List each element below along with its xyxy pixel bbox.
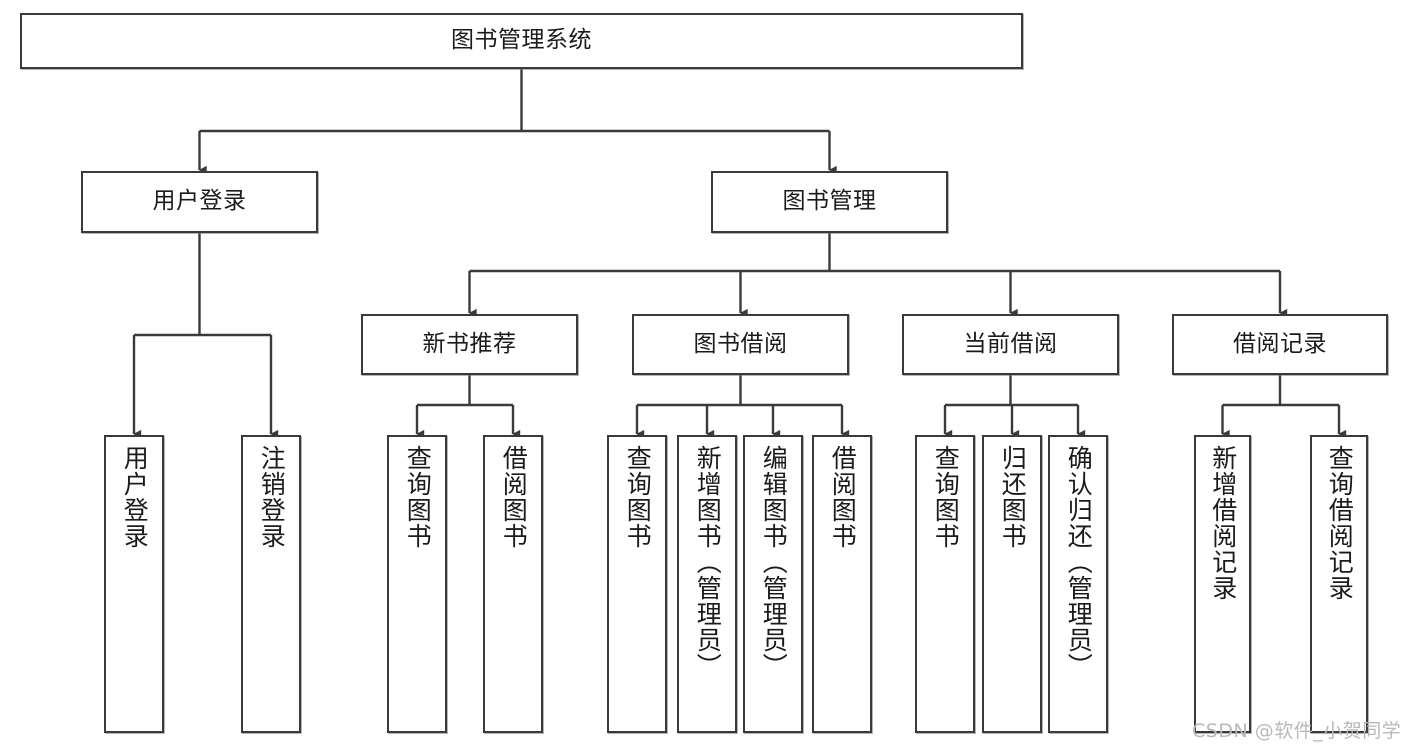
node-label: 图书管理: [782, 188, 877, 215]
node-borrowing-record[interactable]: 借阅记录: [1172, 314, 1388, 375]
node-label: 图书借阅: [693, 330, 788, 357]
leaf-confirm-return-admin[interactable]: 确认归还（管理员）: [1048, 435, 1108, 733]
node-current-borrowing[interactable]: 当前借阅: [902, 314, 1119, 375]
leaf-borrow-books-recommend[interactable]: 借阅图书: [483, 435, 543, 733]
leaf-query-borrow-record[interactable]: 查询借阅记录: [1310, 435, 1368, 733]
node-new-book-recommendation[interactable]: 新书推荐: [361, 314, 578, 375]
node-label: 借阅图书: [828, 445, 858, 549]
node-label: 新增图书（管理员）: [693, 445, 723, 679]
leaf-user-login[interactable]: 用户登录: [104, 435, 164, 733]
node-label: 借阅记录: [1233, 330, 1327, 357]
node-label: 编辑图书（管理员）: [759, 445, 789, 679]
leaf-logout[interactable]: 注销登录: [241, 435, 301, 733]
node-label: 查询图书: [931, 445, 961, 549]
node-book-borrowing[interactable]: 图书借阅: [632, 314, 849, 375]
leaf-add-book-admin[interactable]: 新增图书（管理员）: [677, 435, 737, 733]
node-root[interactable]: 图书管理系统: [20, 13, 1023, 69]
node-user-login[interactable]: 用户登录: [81, 171, 318, 233]
node-label: 确认归还（管理员）: [1064, 445, 1094, 679]
leaf-return-book[interactable]: 归还图书: [982, 435, 1042, 733]
node-label: 查询借阅记录: [1325, 445, 1355, 601]
leaf-query-books-recommend[interactable]: 查询图书: [387, 435, 447, 733]
node-label: 归还图书: [998, 445, 1028, 549]
node-label: 当前借阅: [963, 330, 1058, 357]
node-label: 查询图书: [403, 445, 433, 549]
node-label: 借阅图书: [499, 445, 529, 549]
node-label: 用户登录: [120, 445, 150, 549]
leaf-query-books-current[interactable]: 查询图书: [915, 435, 975, 733]
leaf-edit-book-admin[interactable]: 编辑图书（管理员）: [743, 435, 803, 733]
node-book-management[interactable]: 图书管理: [711, 171, 948, 233]
node-label: 图书管理系统: [451, 27, 592, 54]
watermark-text: CSDN @软件_小贺同学: [1192, 720, 1402, 742]
leaf-query-books-borrowing[interactable]: 查询图书: [607, 435, 667, 733]
node-label: 用户登录: [152, 188, 247, 215]
leaf-add-borrow-record[interactable]: 新增借阅记录: [1194, 435, 1251, 733]
node-label: 新增借阅记录: [1208, 445, 1238, 601]
node-label: 查询图书: [623, 445, 653, 549]
node-label: 新书推荐: [422, 330, 517, 357]
node-label: 注销登录: [257, 445, 287, 549]
leaf-borrow-book[interactable]: 借阅图书: [812, 435, 872, 733]
edge-layer: [132, 69, 1347, 439]
